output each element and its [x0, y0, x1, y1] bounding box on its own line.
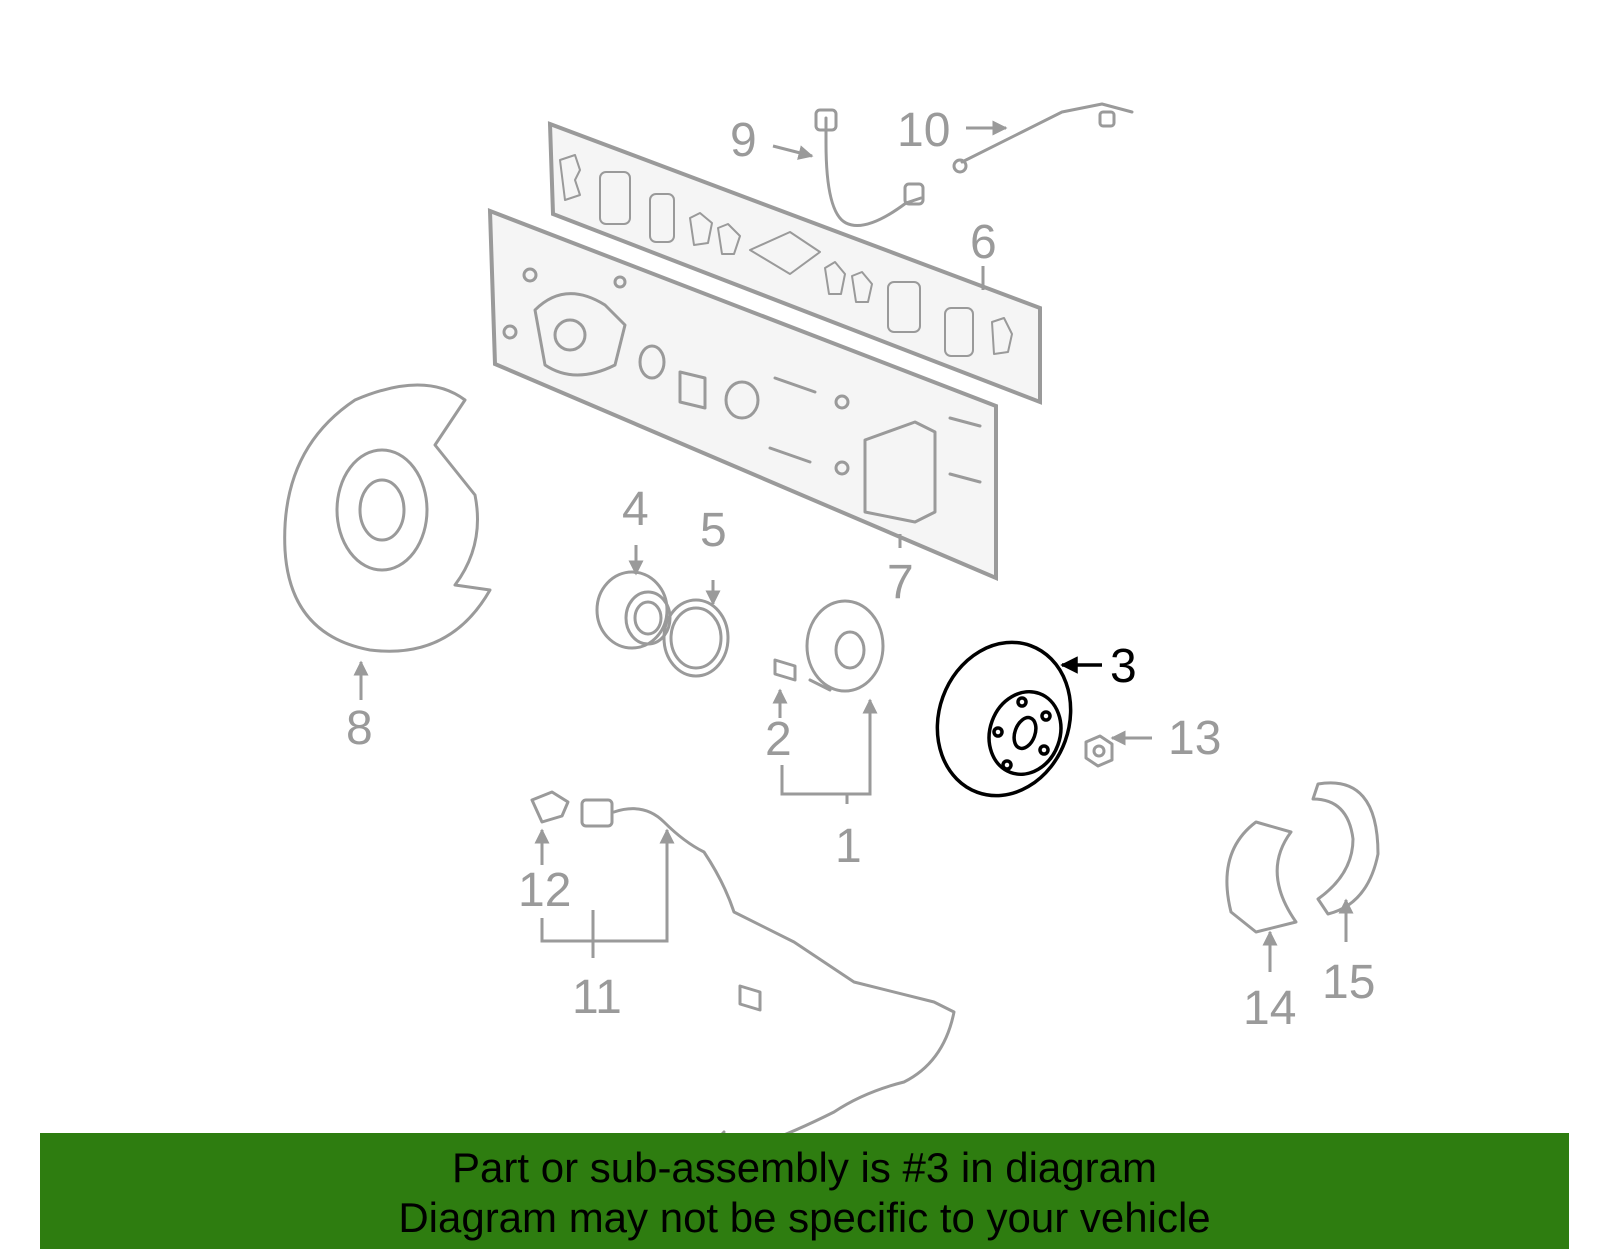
callout-11: 11: [572, 971, 622, 1024]
info-banner: Part or sub-assembly is #3 in diagram Di…: [40, 1133, 1569, 1249]
callout-3[interactable]: 3: [1110, 640, 1137, 693]
hub-assembly[interactable]: [805, 599, 885, 693]
callout-9: 9: [730, 114, 757, 167]
brake-hose[interactable]: [814, 108, 925, 227]
callout-10: 10: [897, 104, 950, 157]
caliper-kit-panel[interactable]: [487, 208, 998, 582]
callout-2: 2: [765, 713, 792, 766]
callout-14: 14: [1243, 982, 1296, 1035]
leader-lines: [353, 120, 1354, 972]
banner-line-disclaimer: Diagram may not be specific to your vehi…: [398, 1194, 1211, 1241]
brake-rotor[interactable]: [916, 623, 1092, 814]
callout-7: 7: [887, 556, 914, 609]
parking-brake-shoe-left[interactable]: [1225, 820, 1298, 934]
callout-8: 8: [346, 702, 373, 755]
backing-plate[interactable]: [283, 383, 492, 653]
callout-12: 12: [518, 864, 571, 917]
callouts: 1 2 3 4 5 6 7 8 9 10 11 12 13 14 15: [346, 104, 1375, 1035]
banner-line-part: Part or sub-assembly is #3 in diagram: [452, 1144, 1157, 1191]
callout-1: 1: [835, 820, 862, 873]
wheel-stud[interactable]: [773, 658, 797, 682]
lug-nut[interactable]: [1084, 734, 1114, 768]
callout-4: 4: [622, 483, 649, 536]
brake-line[interactable]: [952, 102, 1134, 174]
parking-brake-shoe-right[interactable]: [1311, 781, 1380, 916]
sensor-clip[interactable]: [530, 790, 570, 824]
callout-13: 13: [1168, 712, 1221, 765]
abs-sensor-wire[interactable]: [580, 798, 956, 1154]
callout-5: 5: [700, 504, 727, 557]
callout-15: 15: [1322, 956, 1375, 1009]
wheel-bearing[interactable]: [595, 570, 672, 650]
callout-6: 6: [970, 216, 997, 269]
snap-ring[interactable]: [662, 598, 730, 678]
pad-kit-panel[interactable]: [547, 121, 1042, 405]
